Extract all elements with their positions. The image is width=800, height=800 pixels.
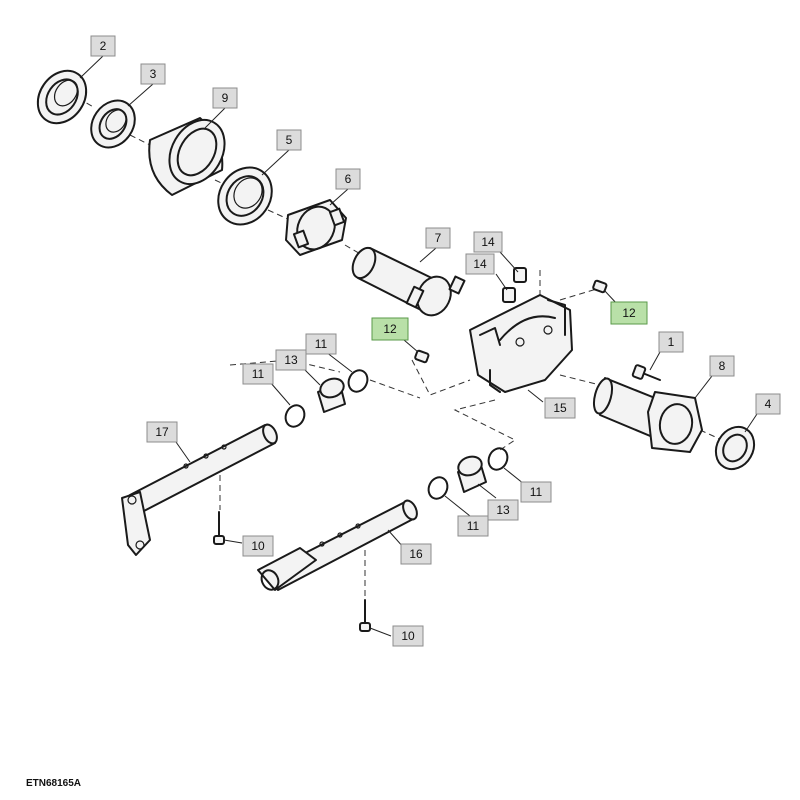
part-6-coupler xyxy=(285,199,347,256)
callout-11-c: 11 xyxy=(457,515,489,537)
callout-12-b: 12 xyxy=(610,301,648,325)
svg-text:3: 3 xyxy=(150,67,157,81)
svg-text:9: 9 xyxy=(222,91,229,105)
part-5-bearing xyxy=(217,166,273,226)
svg-text:14: 14 xyxy=(481,235,495,249)
svg-text:11: 11 xyxy=(530,485,543,499)
callout-12-a: 12 xyxy=(371,317,409,341)
svg-text:15: 15 xyxy=(553,401,567,415)
callout-3: 3 xyxy=(140,63,166,85)
part-1-bolt xyxy=(631,364,661,381)
svg-text:11: 11 xyxy=(467,519,480,533)
part-3-bearing xyxy=(90,99,136,149)
svg-text:1: 1 xyxy=(668,335,675,349)
svg-text:17: 17 xyxy=(155,425,169,439)
svg-text:11: 11 xyxy=(252,367,265,381)
callout-15: 15 xyxy=(544,397,576,419)
svg-text:7: 7 xyxy=(435,231,442,245)
part-4-seal xyxy=(714,425,756,471)
svg-text:5: 5 xyxy=(286,133,293,147)
svg-text:10: 10 xyxy=(401,629,415,643)
callout-2: 2 xyxy=(90,35,116,57)
part-2-seal xyxy=(36,69,88,125)
part-12-setscrews xyxy=(414,279,608,364)
part-8-housing xyxy=(592,377,703,453)
svg-text:13: 13 xyxy=(284,353,298,367)
callout-11-d: 11 xyxy=(520,481,552,503)
svg-text:13: 13 xyxy=(496,503,510,517)
part-15-housing xyxy=(469,294,573,393)
callout-14-a: 14 xyxy=(473,231,503,253)
callout-17: 17 xyxy=(146,421,178,443)
part-11-13-upper xyxy=(284,369,369,428)
alignment-lines xyxy=(77,97,723,598)
figure-id-label: ETN68165A xyxy=(26,778,82,789)
svg-text:8: 8 xyxy=(719,359,726,373)
callout-13-b: 13 xyxy=(487,499,519,521)
callout-1: 1 xyxy=(658,331,684,353)
callout-5: 5 xyxy=(276,129,302,151)
part-16-lever xyxy=(257,499,418,591)
callout-7: 7 xyxy=(425,227,451,249)
callout-11-b: 11 xyxy=(305,333,337,355)
svg-text:14: 14 xyxy=(473,257,487,271)
part-14-pins xyxy=(502,267,527,303)
part-11-13-lower xyxy=(427,447,509,500)
svg-text:4: 4 xyxy=(765,397,772,411)
callout-13-a: 13 xyxy=(275,349,307,371)
svg-text:6: 6 xyxy=(345,172,352,186)
callouts: 2 3 9 5 6 7 14 14 12 12 1 8 4 15 11 13 1… xyxy=(90,35,781,647)
svg-text:12: 12 xyxy=(383,322,397,336)
callout-10-a: 10 xyxy=(242,535,274,557)
svg-text:2: 2 xyxy=(100,39,107,53)
callout-4: 4 xyxy=(755,393,781,415)
callout-8: 8 xyxy=(709,355,735,377)
callout-9: 9 xyxy=(212,87,238,109)
part-17-lever xyxy=(121,423,278,556)
svg-text:12: 12 xyxy=(622,306,636,320)
part-7-cylinder xyxy=(351,246,466,317)
callout-14-b: 14 xyxy=(465,253,495,275)
callout-11-a: 11 xyxy=(242,363,274,385)
svg-text:10: 10 xyxy=(251,539,265,553)
svg-text:11: 11 xyxy=(315,337,328,351)
callout-6: 6 xyxy=(335,168,361,190)
callout-10-b: 10 xyxy=(392,625,424,647)
callout-16: 16 xyxy=(400,543,432,565)
svg-text:16: 16 xyxy=(409,547,423,561)
part-9-sleeve xyxy=(148,117,226,196)
